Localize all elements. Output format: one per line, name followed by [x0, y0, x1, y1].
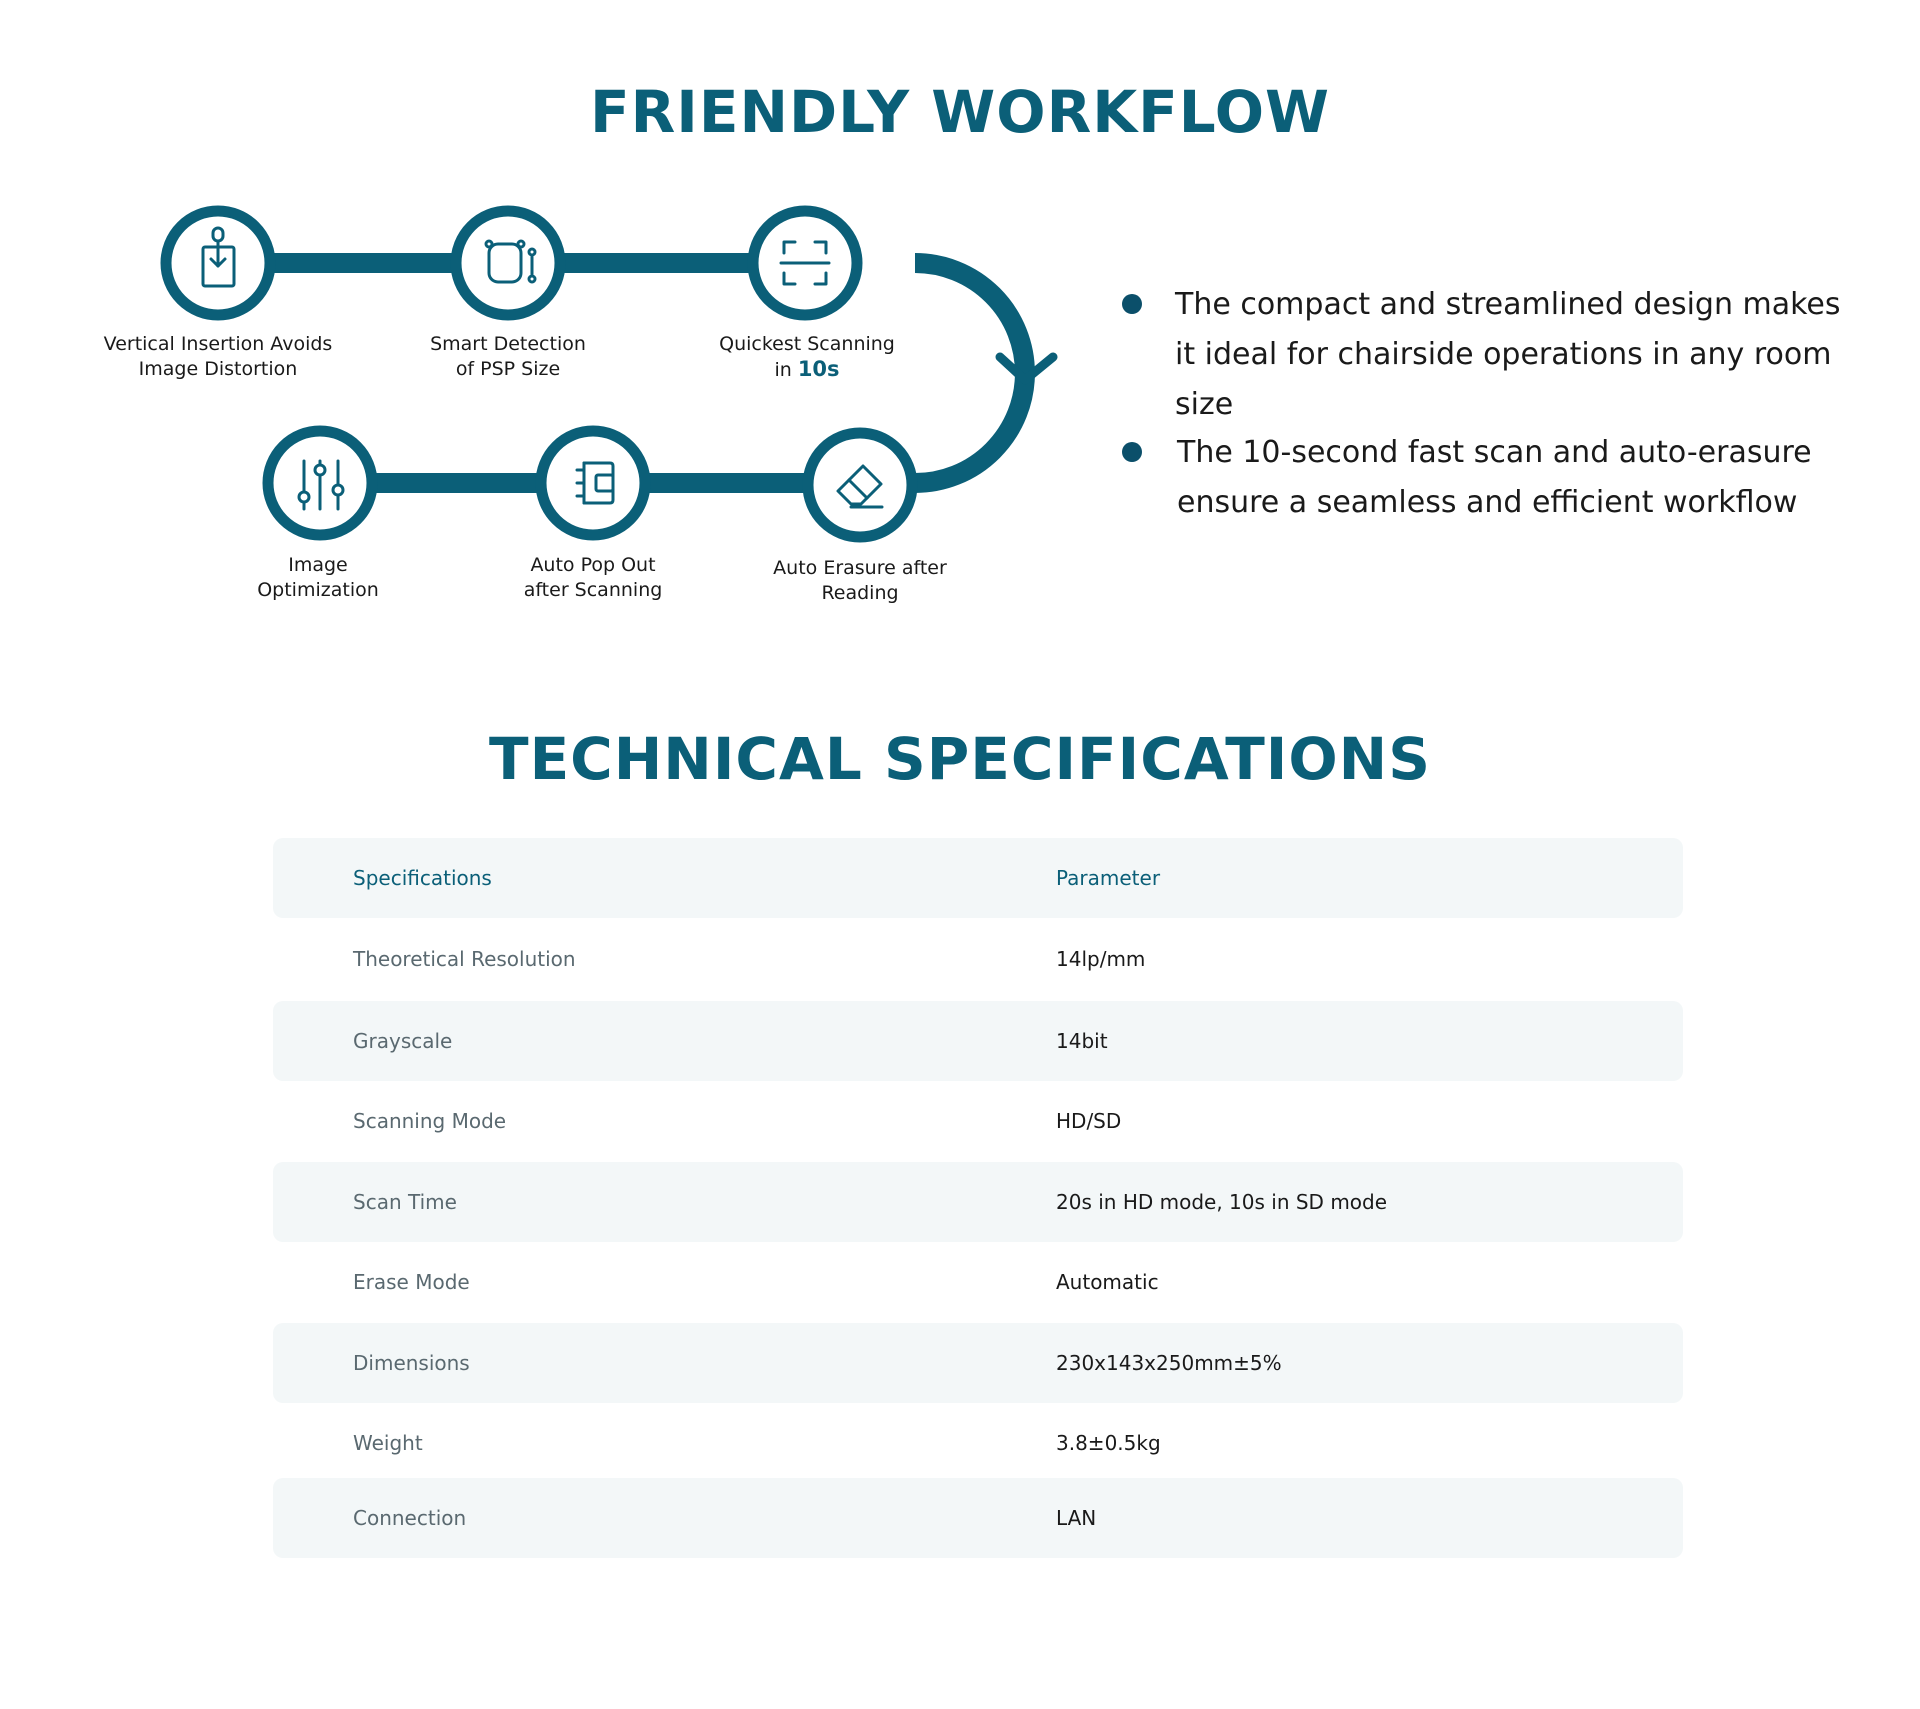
step-circle-auto-pop-out	[535, 425, 651, 541]
workflow-diagram	[160, 205, 1058, 543]
step-circle-quick-scan	[747, 205, 863, 321]
step-circle-smart-detection	[450, 205, 566, 321]
step-label-vertical-insertion: Vertical Insertion Avoids Image Distorti…	[103, 333, 333, 380]
spec-name: Weight	[353, 1431, 423, 1455]
table-row: Scan Time 20s in HD mode, 10s in SD mode	[273, 1162, 1683, 1242]
spec-value: LAN	[1056, 1506, 1097, 1530]
spec-value: 230x143x250mm±5%	[1056, 1351, 1282, 1375]
spec-value: 3.8±0.5kg	[1056, 1431, 1161, 1455]
spec-name: Scan Time	[353, 1190, 457, 1214]
table-row: Erase Mode Automatic	[273, 1242, 1683, 1322]
table-row: Scanning Mode HD/SD	[273, 1081, 1683, 1161]
bullet-dot	[1122, 442, 1142, 462]
step-label-smart-detection: Smart Detection of PSP Size	[430, 333, 586, 380]
sliders-icon	[297, 459, 345, 511]
header-parameter: Parameter	[1056, 866, 1161, 890]
spec-name: Dimensions	[353, 1351, 470, 1375]
spec-name: Theoretical Resolution	[353, 947, 576, 971]
spec-table-header: Specifications Parameter	[273, 838, 1683, 918]
step-circle-vertical-insertion	[160, 205, 276, 321]
scan-icon	[779, 240, 831, 286]
spec-value: 14bit	[1056, 1029, 1108, 1053]
spec-value: 20s in HD mode, 10s in SD mode	[1056, 1190, 1388, 1214]
bullet-text-compact-design: The compact and streamlined design makes…	[1175, 287, 1841, 422]
specifications-title: TECHNICAL SPECIFICATIONS	[489, 725, 1431, 793]
chevron-down-icon	[995, 352, 1058, 385]
table-row: Theoretical Resolution 14lp/mm	[273, 919, 1683, 999]
table-row: Weight 3.8±0.5kg	[273, 1403, 1683, 1483]
header-specifications: Specifications	[353, 866, 492, 890]
spec-name: Connection	[353, 1506, 467, 1530]
scan-time-highlight: 10s	[797, 357, 840, 381]
spec-name: Grayscale	[353, 1029, 453, 1053]
spec-name: Scanning Mode	[353, 1109, 507, 1133]
spec-value: HD/SD	[1056, 1109, 1122, 1133]
table-row: Grayscale 14bit	[273, 1001, 1683, 1081]
step-label-image-optimization: Image Optimization	[257, 554, 379, 601]
table-row: Connection LAN	[273, 1478, 1683, 1558]
step-label-auto-erasure: Auto Erasure after Reading	[773, 557, 947, 604]
step-label-auto-pop-out: Auto Pop Out after Scanning	[523, 554, 663, 601]
eraser-icon	[836, 464, 884, 509]
spec-name: Erase Mode	[353, 1270, 470, 1294]
psp-detection-icon	[484, 239, 537, 284]
spec-value: 14lp/mm	[1056, 947, 1146, 971]
workflow-title: FRIENDLY WORKFLOW	[590, 78, 1330, 146]
table-row: Dimensions 230x143x250mm±5%	[273, 1323, 1683, 1403]
spec-value: Automatic	[1056, 1270, 1159, 1294]
vertical-insertion-icon	[201, 226, 236, 288]
pop-out-icon	[575, 461, 615, 505]
step-circle-auto-erasure	[802, 427, 918, 543]
bullet-text-fast-scan: The 10-second fast scan and auto-erasure…	[1177, 435, 1812, 520]
bullet-dot	[1122, 294, 1142, 314]
step-label-quick-scan: Quickest Scanning in 10s	[719, 333, 895, 381]
workflow-connector-curve	[914, 253, 1035, 493]
step-circle-image-optimization	[262, 425, 378, 541]
